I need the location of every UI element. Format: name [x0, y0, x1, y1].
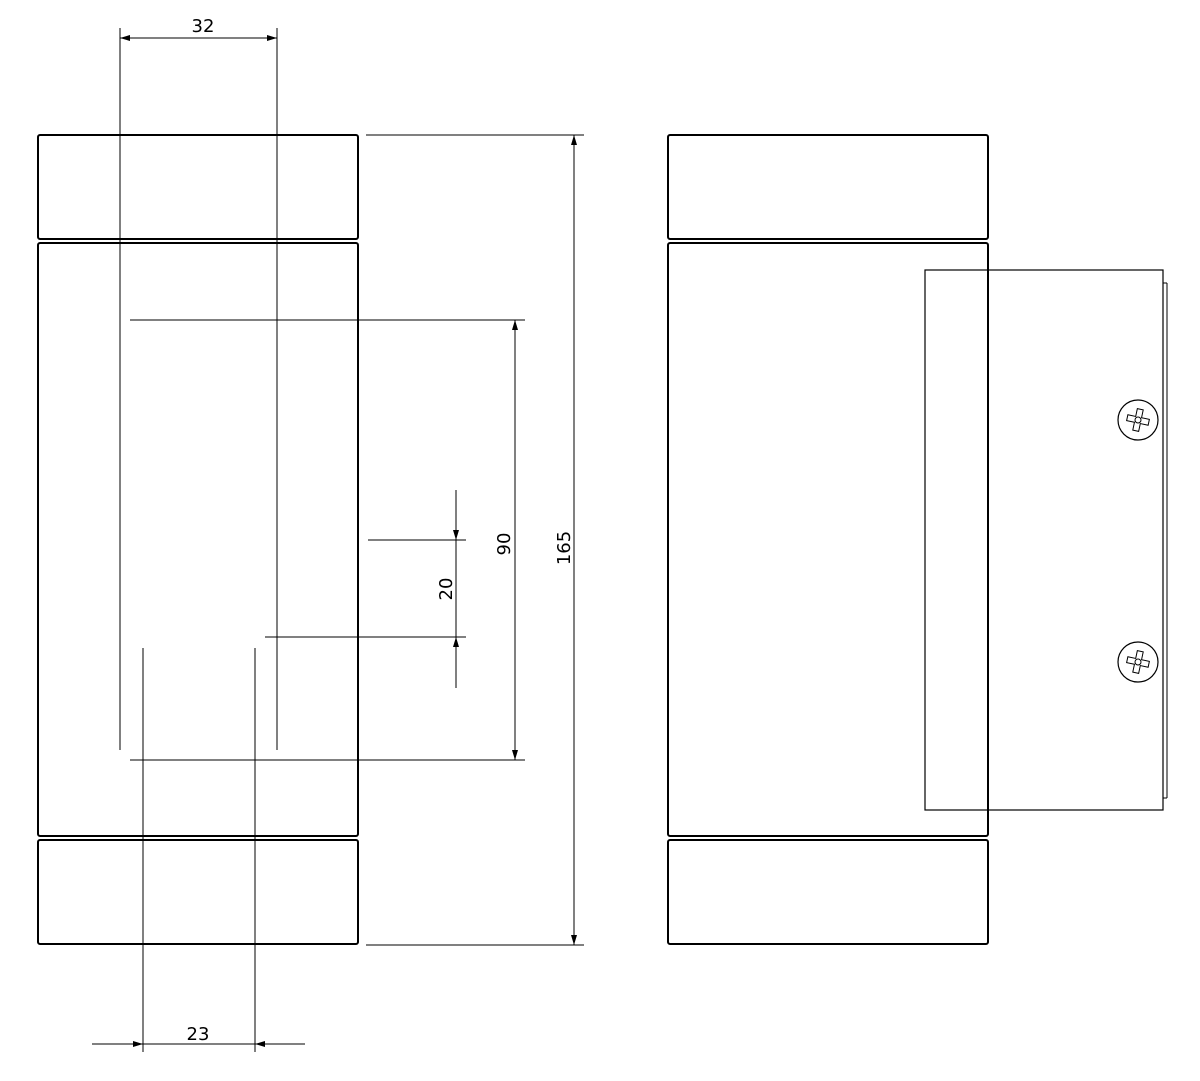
- dim-label-90: 90: [494, 533, 515, 556]
- dim-label-165: 165: [554, 531, 575, 565]
- mounting-plate: [924, 269, 1164, 811]
- left-bottom-cap: [37, 839, 359, 945]
- dim-label-32: 32: [192, 16, 215, 37]
- left-body: [37, 242, 359, 837]
- right-body: [667, 242, 989, 837]
- left-top-cap: [37, 134, 359, 240]
- right-bottom-cap: [667, 839, 989, 945]
- right-view: [667, 134, 1168, 945]
- right-top-cap: [667, 134, 989, 240]
- screw-icon: [1117, 641, 1159, 683]
- screw-icon: [1117, 399, 1159, 441]
- dim-label-20: 20: [436, 578, 457, 601]
- dim-label-23: 23: [187, 1024, 210, 1045]
- left-view: 32 23 90 20 165: [37, 16, 584, 1052]
